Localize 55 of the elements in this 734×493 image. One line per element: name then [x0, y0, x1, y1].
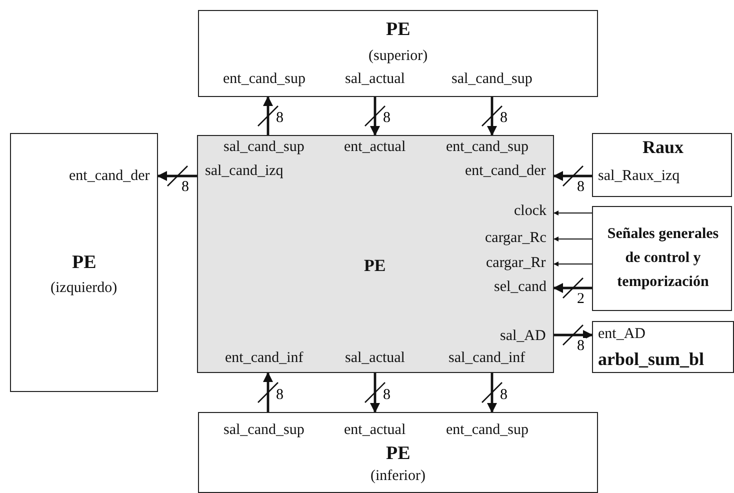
edge-label: 8 — [499, 386, 508, 402]
arrow — [370, 373, 380, 413]
port-label: (izquierdo) — [50, 280, 118, 296]
module-block — [10, 133, 158, 392]
module-block — [592, 321, 734, 373]
port-label: sal_actual — [345, 350, 405, 366]
port-label: sel_cand — [494, 278, 546, 296]
arrow — [554, 210, 592, 216]
port-label: ent_cand_der — [69, 168, 150, 184]
block-title: PE — [364, 256, 386, 274]
module-block — [198, 10, 598, 97]
port-label: ent_cand_sup — [223, 70, 306, 88]
block-title: Raux — [642, 138, 684, 156]
block-title: arbol_sum_bl — [598, 350, 704, 368]
port-label: cargar_Rr — [486, 254, 546, 272]
port-label: sal_cand_sup — [224, 138, 304, 156]
block-title: PE — [72, 254, 96, 270]
port-label: ent_AD — [598, 326, 646, 342]
arrow — [263, 372, 273, 412]
port-label: sal_cand_sup — [452, 70, 532, 88]
arrow — [487, 97, 497, 136]
port-label: (inferior) — [370, 468, 426, 484]
arrow — [263, 96, 273, 135]
port-label: ent_actual — [344, 138, 406, 156]
block-title: PE — [386, 444, 410, 462]
port-label: sal_cand_inf — [448, 350, 526, 366]
port-label: ent_cand_der — [465, 162, 546, 180]
port-label: sal_cand_sup — [224, 422, 304, 438]
port-label: sal_Raux_izq — [598, 168, 680, 184]
port-label: ent_cand_sup — [446, 138, 528, 156]
arrow — [553, 171, 592, 181]
block-title: Señales generales de control y temporización — [606, 225, 720, 292]
edge-label: 8 — [275, 386, 284, 402]
arrow — [370, 97, 380, 136]
control-signals-block — [592, 206, 732, 311]
processing-element-block — [197, 135, 554, 373]
port-label: sal_AD — [500, 328, 546, 344]
port-label: clock — [514, 202, 546, 220]
arrow — [553, 283, 592, 293]
arrow — [554, 330, 593, 340]
port-label: ent_cand_inf — [225, 350, 304, 366]
port-label: ent_cand_sup — [446, 422, 528, 438]
arrow — [554, 262, 592, 266]
port-label: sal_actual — [345, 70, 405, 88]
port-label: (superior) — [368, 48, 428, 64]
port-label: sal_cand_izq — [205, 162, 284, 180]
edge-label: 8 — [382, 386, 392, 402]
arrow — [554, 236, 592, 242]
block-title: PE — [386, 20, 410, 38]
port-label: ent_actual — [344, 422, 406, 438]
module-block — [592, 133, 732, 197]
arrow — [157, 171, 197, 181]
arrow — [487, 373, 497, 413]
port-label: cargar_Rc — [485, 230, 546, 246]
module-block — [198, 412, 598, 493]
